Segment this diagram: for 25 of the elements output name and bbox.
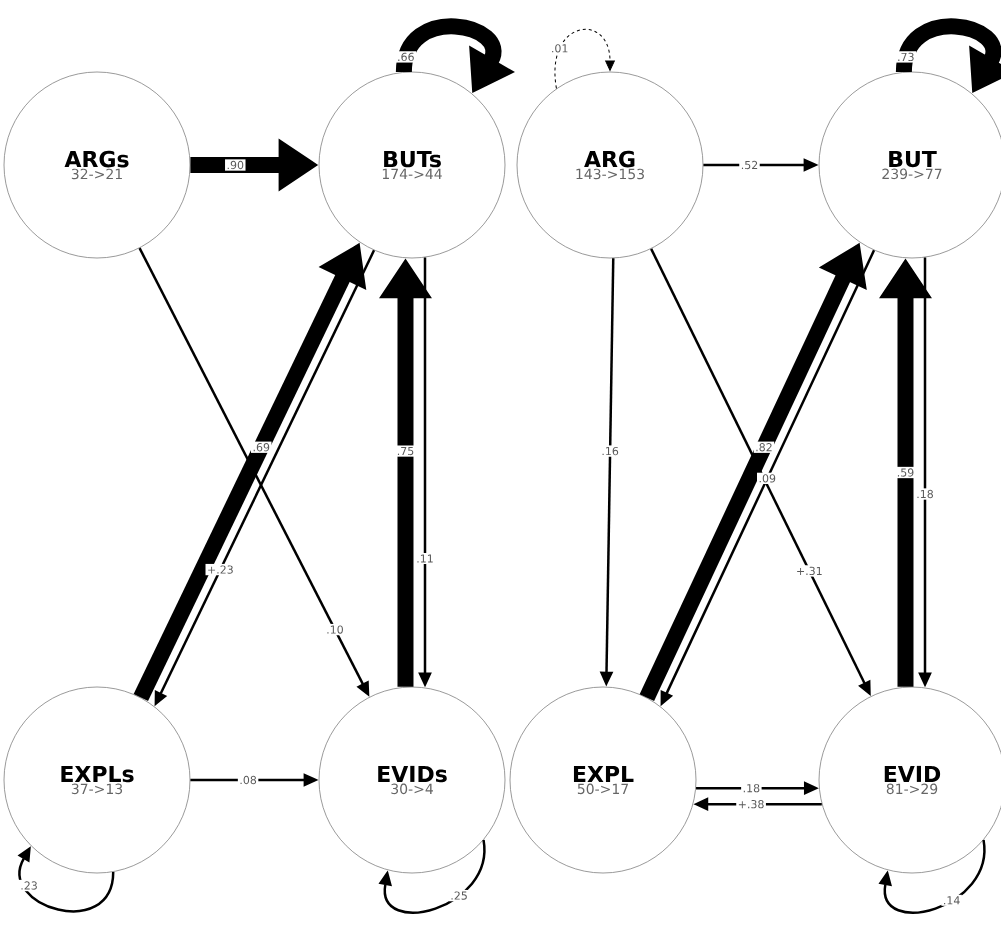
edge-label: .18 (743, 784, 760, 793)
edge-label: .01 (552, 44, 568, 53)
edge-label: +.31 (797, 566, 822, 576)
arrow (378, 840, 486, 914)
edge-label: .11 (417, 554, 433, 563)
edge-label: .09 (759, 474, 776, 483)
arrow (878, 840, 986, 914)
edge-label: .52 (741, 160, 758, 170)
arrow (554, 28, 615, 89)
edge-label: .82 (756, 443, 772, 452)
edge-label: .69 (253, 443, 270, 452)
edge-label: .08 (240, 775, 257, 785)
edge-label: .75 (397, 447, 414, 456)
edge-label: .23 (21, 881, 37, 890)
edge-label: .25 (451, 891, 467, 900)
edge-label: .16 (602, 446, 619, 456)
edge-label: .14 (944, 896, 960, 905)
edge-label: +.38 (738, 800, 764, 809)
edge-label: +.23 (208, 565, 233, 574)
edge-label: .10 (327, 625, 343, 634)
edge-label: .73 (898, 52, 914, 62)
edge-label: .66 (398, 52, 414, 62)
edge-label: .18 (917, 489, 933, 499)
edge-label: .59 (897, 468, 914, 477)
edge-label: .90 (227, 160, 244, 170)
